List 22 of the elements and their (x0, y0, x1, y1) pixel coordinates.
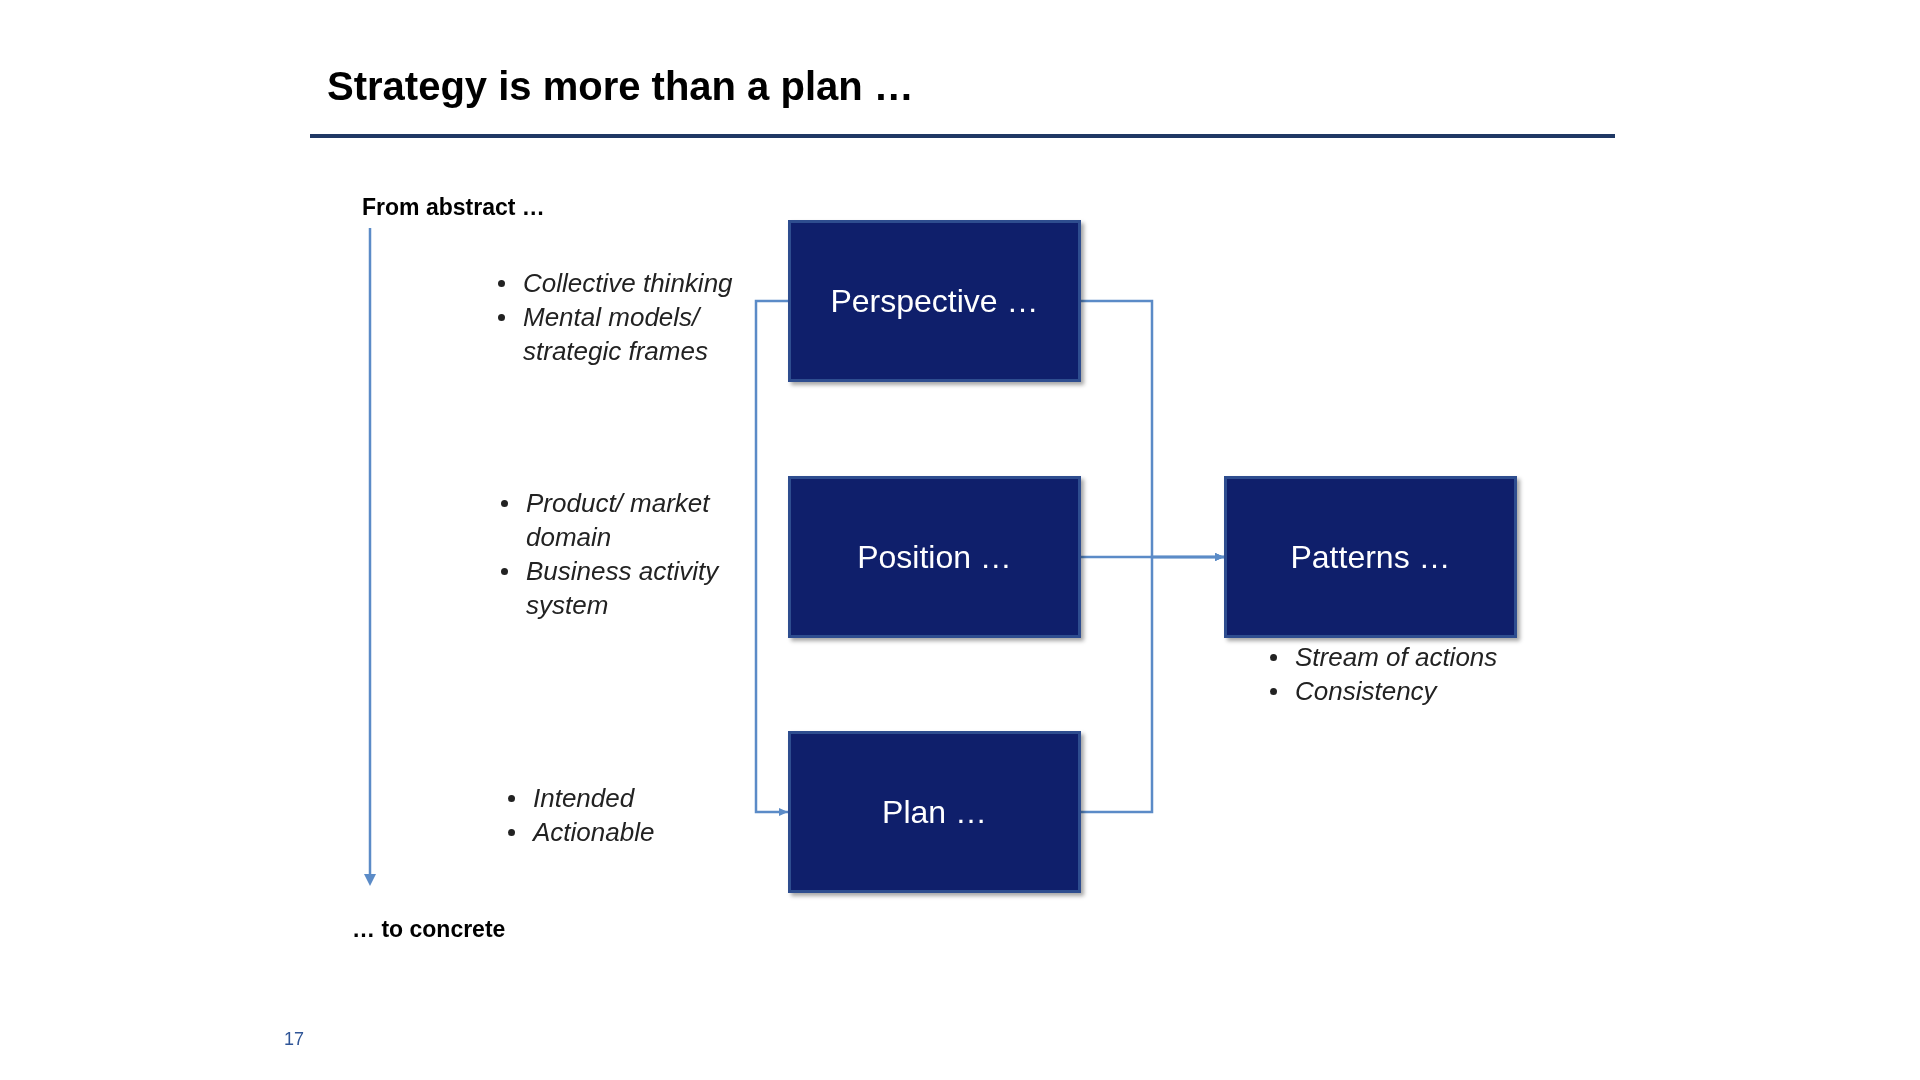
box-label: Plan … (882, 793, 987, 832)
process-box (1224, 476, 1517, 638)
bullet-text: Stream of actions (1295, 641, 1498, 674)
bullet-text: Consistency (1295, 675, 1437, 708)
connector-arrow (1081, 553, 1224, 814)
page-number: 17 (284, 1028, 305, 1051)
box-label: Position … (857, 538, 1012, 577)
process-box (788, 220, 1081, 382)
bullet-text: Mental models/ strategic frames (523, 301, 709, 368)
slide-title: Strategy is more than a plan … (327, 63, 914, 110)
box-label: Patterns … (1290, 538, 1451, 577)
bullet-text: Business activity system (526, 555, 721, 622)
process-box (788, 476, 1081, 638)
axis-label: … to concrete (352, 915, 506, 944)
bullet-text: Collective thinking (523, 267, 733, 300)
bullet-text: Actionable (533, 816, 655, 849)
box-label: Perspective … (830, 282, 1039, 321)
bullet-text: Intended (533, 782, 635, 815)
axis-label: From abstract … (362, 193, 545, 222)
connector-arrow (754, 299, 788, 816)
bullet-text: Product/ market domain (526, 487, 712, 554)
process-box (788, 731, 1081, 893)
